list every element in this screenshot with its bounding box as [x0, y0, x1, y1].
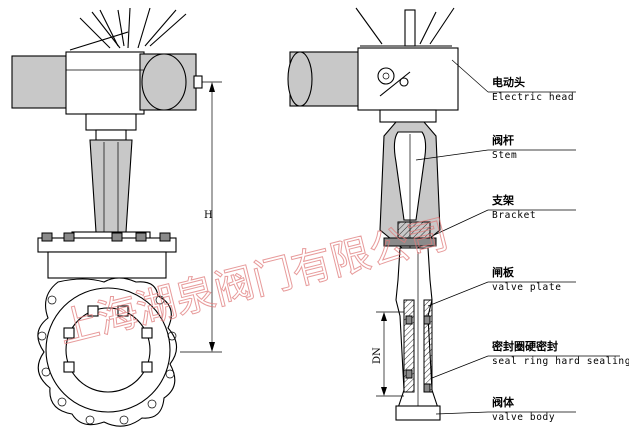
seal-ring-label-cn: 密封圈硬密封 — [492, 339, 558, 353]
valve-body-label-cn: 阀体 — [492, 395, 515, 409]
valve-plate-label-cn: 闸板 — [492, 265, 515, 279]
front-actuator — [11, 51, 203, 131]
valve-body-label-en: valve body — [492, 412, 555, 423]
bracket-label-cn: 支架 — [491, 193, 514, 207]
electric-head-label-cn: 电动头 — [492, 75, 525, 89]
front-gland-flange — [37, 232, 177, 279]
front-valve-body — [37, 277, 178, 427]
leader-lines — [415, 59, 620, 415]
front-bracket — [71, 129, 151, 241]
part-labels: 电动头 Electric head 阀杆 Stem 支架 Bracket 闸板 … — [491, 75, 629, 423]
side-bracket — [379, 121, 441, 250]
side-view: DN 电动头 Electric head 阀杆 Stem 支架 Bracket — [287, 7, 629, 423]
front-handwheel — [69, 7, 187, 51]
side-actuator — [287, 47, 459, 123]
bracket-label-en: Bracket — [492, 210, 536, 221]
height-label: H — [204, 210, 213, 221]
height-dimension: H — [180, 81, 222, 353]
seal-ring-label-en: seal ring hard sealing — [492, 356, 629, 367]
stem-label-en: Stem — [492, 150, 517, 161]
diameter-label: DN — [372, 347, 383, 364]
diameter-dimension: DN — [372, 311, 404, 397]
valve-plate-label-en: valve plate — [492, 282, 562, 293]
front-view: H — [11, 7, 222, 427]
side-handwheel — [355, 7, 455, 47]
stem-label-cn: 阀杆 — [492, 133, 514, 147]
electric-head-label-en: Electric head — [492, 92, 574, 103]
side-valve-body — [395, 247, 441, 421]
